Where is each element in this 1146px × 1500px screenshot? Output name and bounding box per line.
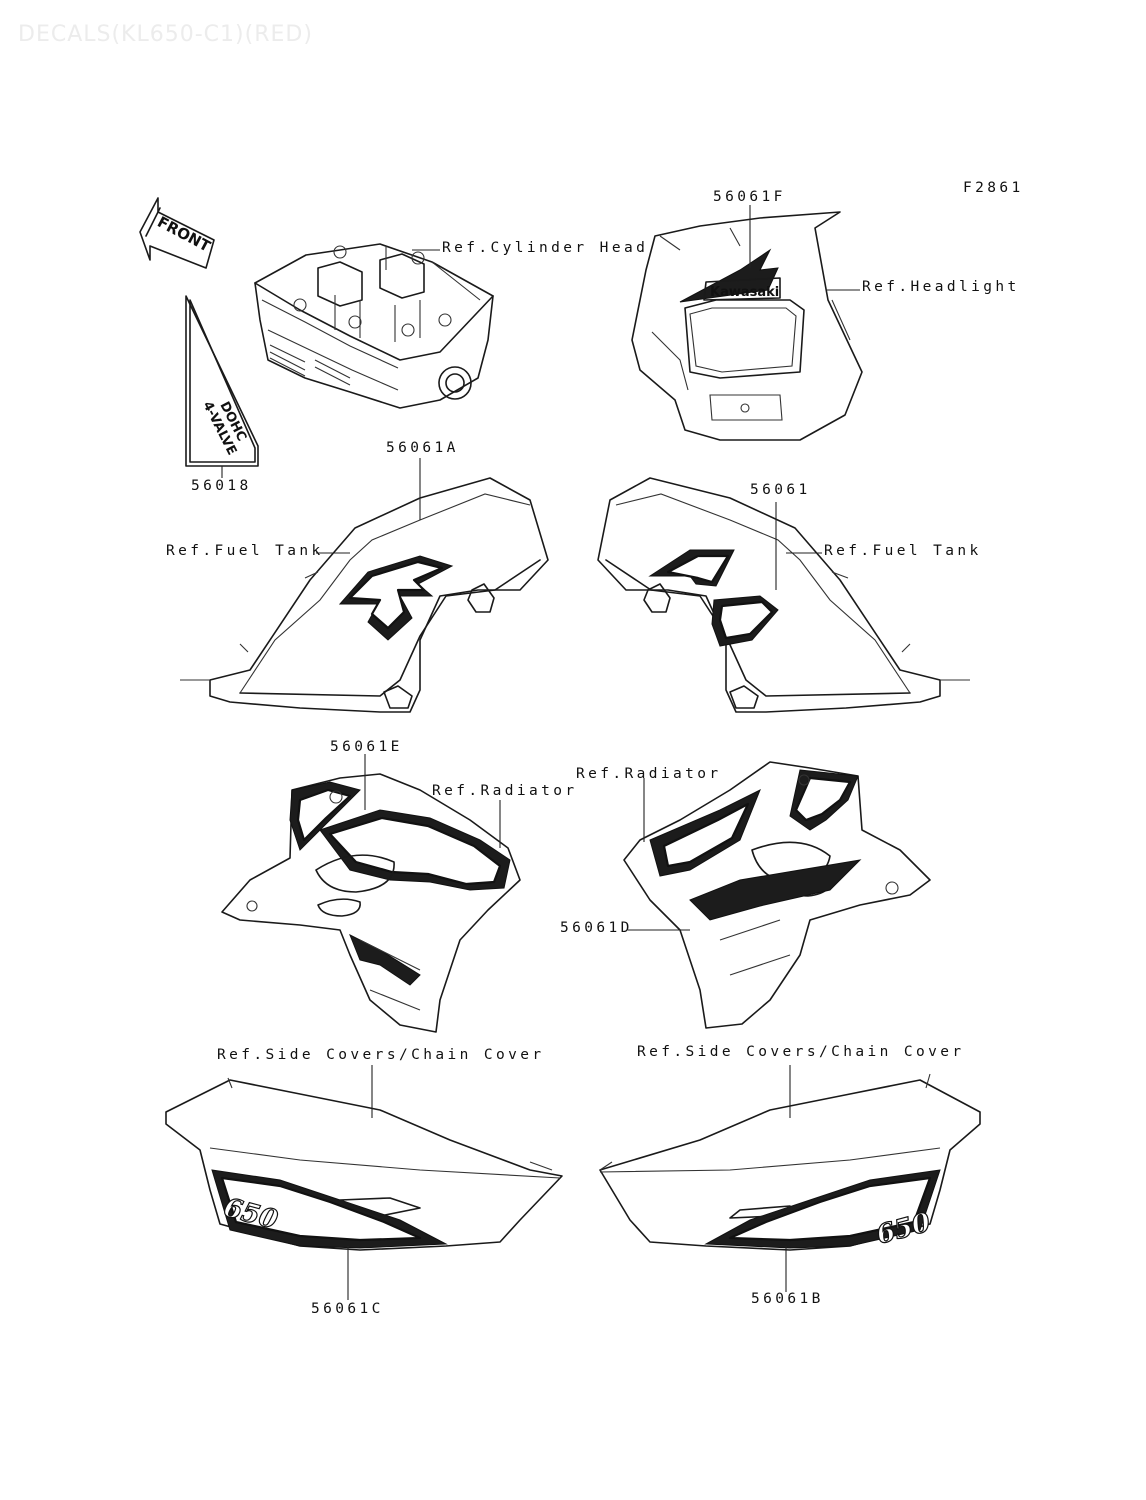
dohc-emblem-decal — [186, 296, 258, 466]
ref-fuel-tank-right-label: Ref.Fuel Tank — [824, 543, 982, 559]
side-cover-left-drawing: 650 — [166, 1078, 562, 1250]
ref-side-covers-right-label: Ref.Side Covers/Chain Cover — [637, 1044, 965, 1060]
fuel-tank-left-drawing — [180, 478, 548, 712]
front-arrow-label: FRONT — [154, 213, 214, 256]
ref-radiator-left-label: Ref.Radiator — [432, 783, 578, 799]
part-number-56061d: 56061D — [560, 920, 633, 936]
ref-fuel-tank-left-label: Ref.Fuel Tank — [166, 543, 324, 559]
ref-side-covers-left-label: Ref.Side Covers/Chain Cover — [217, 1047, 545, 1063]
part-number-56061b: 56061B — [751, 1291, 824, 1307]
part-number-56018: 56018 — [191, 478, 252, 494]
cylinder-head-drawing — [255, 244, 493, 408]
ref-headlight-label: Ref.Headlight — [862, 279, 1020, 295]
fuel-tank-right-drawing — [598, 478, 970, 712]
headlight-cowl-drawing: Kawasaki — [632, 212, 862, 440]
figure-code: F2861 — [963, 180, 1024, 196]
side-cover-right-drawing: 650 — [600, 1074, 980, 1251]
radiator-shroud-left-drawing — [222, 774, 520, 1032]
ref-radiator-right-label: Ref.Radiator — [576, 766, 722, 782]
part-number-56061a: 56061A — [386, 440, 459, 456]
part-number-56061c: 56061C — [311, 1301, 384, 1317]
kawasaki-logo: Kawasaki — [710, 285, 779, 300]
part-number-56061f: 56061F — [713, 189, 786, 205]
leader-lines — [222, 205, 860, 1300]
diagram-title: DECALS(KL650-C1)(RED) — [18, 22, 313, 47]
part-number-56061e: 56061E — [330, 739, 403, 755]
radiator-shroud-right-drawing — [624, 762, 930, 1028]
part-number-56061: 56061 — [750, 482, 811, 498]
front-arrow-icon: FRONT — [140, 198, 214, 268]
ref-cylinder-head-label: Ref.Cylinder Head — [442, 240, 649, 256]
